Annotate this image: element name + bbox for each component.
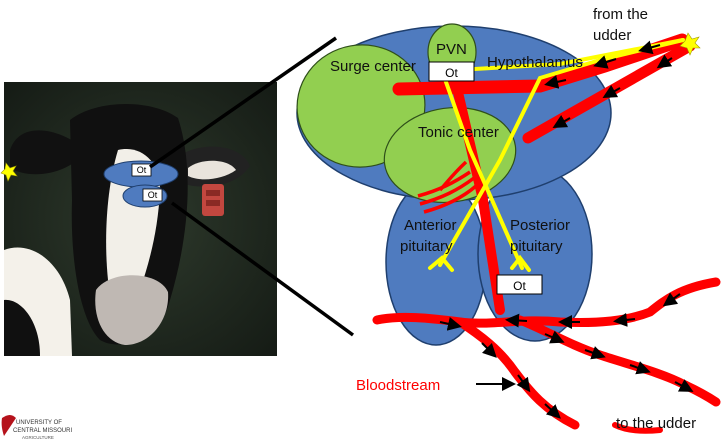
cow-tag-upper: Ot [137,165,147,175]
from-udder-label-1: from the [593,6,648,23]
posterior-pituitary-label-2: pituitary [510,238,563,255]
anterior-pituitary-label-1: Anterior [404,217,457,234]
logo-line3: AGRICULTURE [22,435,54,440]
logo-line2: CENTRAL MISSOURI [13,428,72,434]
surge-center-label: Surge center [330,58,416,75]
flow-arrows-top [544,40,673,128]
flow-arrows-bloodstream [439,292,694,419]
ucm-logo-mark-icon [1,415,17,436]
posterior-pituitary-label-1: Posterior [510,217,570,234]
cow-photo [0,82,277,356]
zoom-line-top [149,36,337,169]
udder-stimulus-burst-icon [679,32,701,56]
hypothalamus-label: Hypothalamus [487,54,583,71]
ucm-logo: UNIVERSITY OF CENTRAL MISSOURI AGRICULTU… [1,415,72,440]
pvn-label: PVN [436,41,467,58]
posterior-ot-tag [496,274,543,295]
posterior-ot-label: Ot [513,279,526,293]
stimulus-burst-icon [0,162,18,182]
tonic-center-label: Tonic center [418,124,499,141]
portal-vessels [417,160,478,214]
bloodstream-label: Bloodstream [356,377,440,394]
logo-line1: UNIVERSITY OF [16,420,62,426]
zoom-line-bottom [170,201,355,337]
pvn-ot-label: Ot [445,66,458,80]
anterior-pituitary-label-2: pituitary [400,238,453,255]
from-udder-label-2: udder [593,27,631,44]
cow-tag-lower: Ot [148,190,158,200]
cow-brain-overlay: Ot Ot [103,160,179,208]
to-udder-label: to the udder [616,415,696,432]
pvn-ot-tag [428,61,475,82]
